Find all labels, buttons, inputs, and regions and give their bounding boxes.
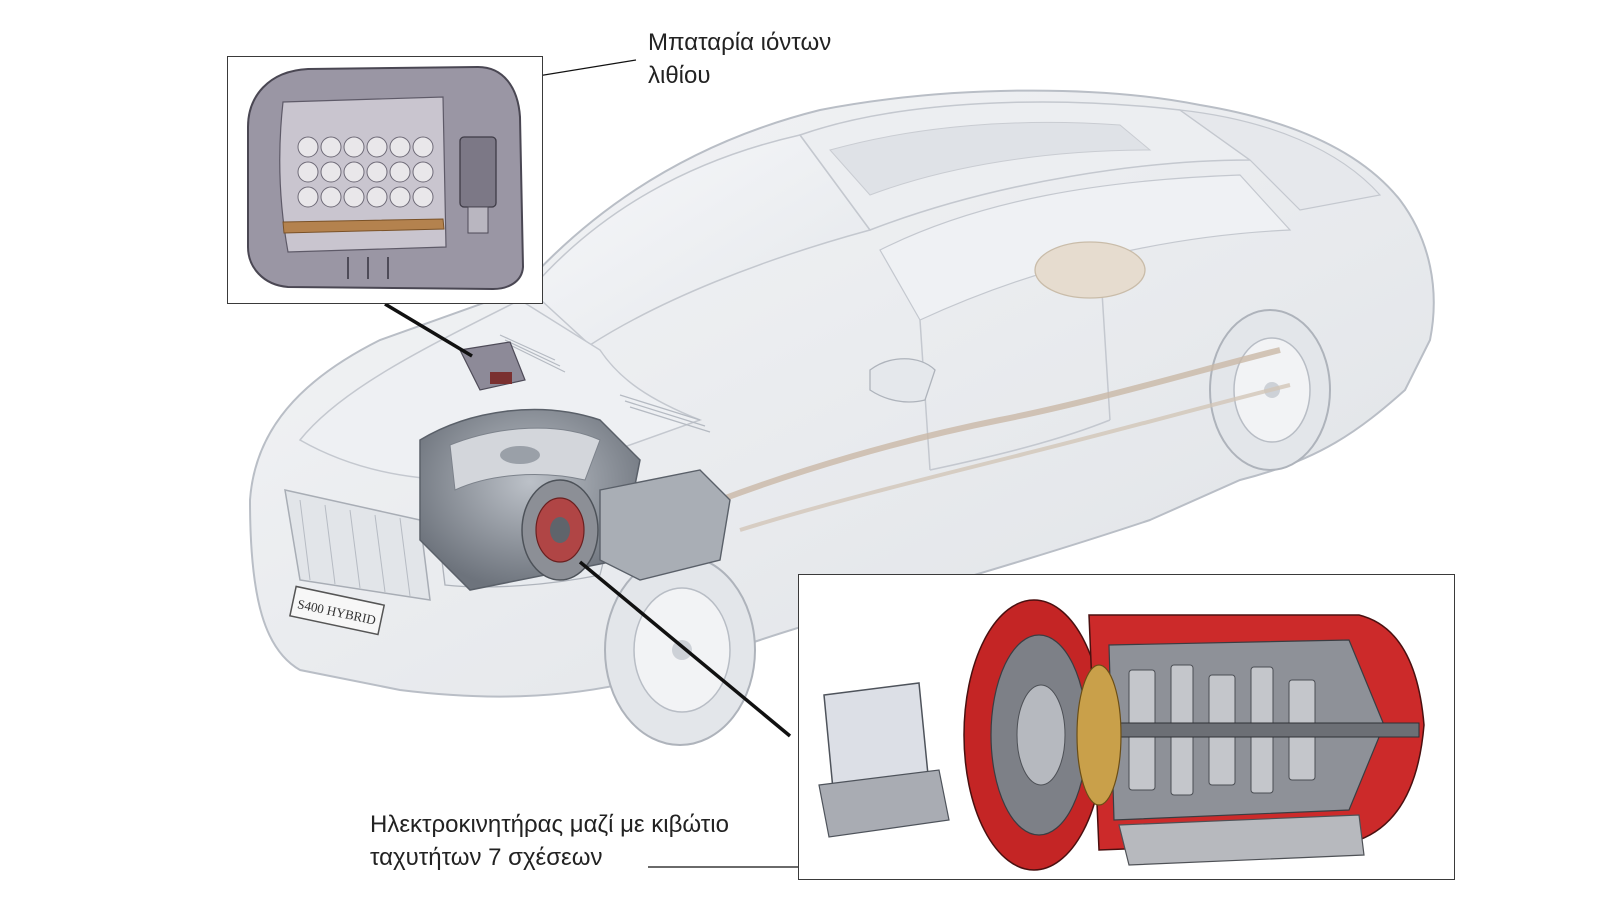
hood-vents xyxy=(499,334,711,433)
grille-bars xyxy=(299,499,411,597)
battery-cooling-plate xyxy=(282,218,445,234)
exhaust-pipe xyxy=(739,383,1291,532)
motor-rotor xyxy=(1016,684,1066,786)
battery-callout-line-2: λιθίου xyxy=(648,62,711,89)
battery-terminal xyxy=(467,206,489,234)
rear-window xyxy=(1177,109,1382,211)
car-illustration: S400 HYBRID xyxy=(248,89,1435,746)
oil-pan xyxy=(1118,814,1365,866)
battery-fins xyxy=(347,257,389,279)
battery-cells xyxy=(297,136,434,208)
battery-in-car xyxy=(459,341,526,391)
side-mirror xyxy=(869,358,936,403)
motor-callout-line-1: Ηλεκτροκινητήρας μαζί με κιβώτιο xyxy=(370,811,729,838)
electric-motor xyxy=(521,479,599,581)
output-shaft xyxy=(1098,722,1420,738)
motor-leader xyxy=(578,560,792,738)
motor-callout-label: Ηλεκτροκινητήρας μαζί με κιβώτιο ταχυτήτ… xyxy=(370,808,729,874)
battery-cutaway-illustration xyxy=(247,65,525,291)
sunroof xyxy=(829,121,1152,196)
motor-inset xyxy=(798,574,1455,880)
battery-callout-label: Μπαταρία ιόντων λιθίου xyxy=(648,26,831,92)
driveshaft xyxy=(718,347,1281,503)
fuel-tank xyxy=(1034,241,1146,299)
torque-converter xyxy=(1076,664,1122,806)
motor-callout-line-2: ταχυτήτων 7 σχέσεων xyxy=(370,844,603,871)
battery-leader xyxy=(384,302,473,358)
battery-callout-line-1: Μπαταρία ιόντων xyxy=(648,29,832,56)
front-grille xyxy=(284,489,431,601)
motor-gearbox-cutaway-illustration xyxy=(818,599,1425,871)
control-module-base xyxy=(818,769,950,838)
transmission xyxy=(599,469,731,581)
battery-inset xyxy=(227,56,543,304)
battery-connector xyxy=(459,136,497,208)
front-wheel xyxy=(604,554,756,746)
